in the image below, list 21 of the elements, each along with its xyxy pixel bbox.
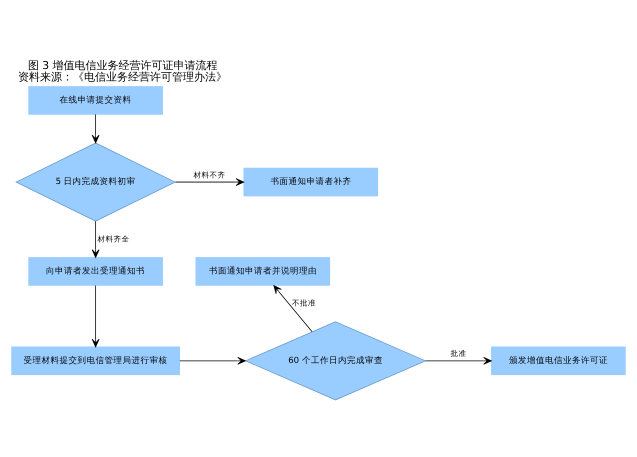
edge-label: 不批准 xyxy=(292,298,316,308)
node-diamond: 60 个工作日内完成审查 xyxy=(244,321,426,400)
node-box: 书面通知申请者补齐 xyxy=(243,168,378,196)
node-box: 书面通知申请者并说明理由 xyxy=(195,257,330,286)
arrow xyxy=(92,114,100,144)
arrow xyxy=(175,178,244,186)
arrow xyxy=(179,356,246,365)
arrow xyxy=(425,356,492,365)
arrow xyxy=(92,220,100,258)
edge-label: 材料齐全 xyxy=(97,234,130,244)
node-diamond: 5 日内完成资料初审 xyxy=(15,142,176,222)
diagram-title: 图 3 增值电信业务经营许可证申请流程 xyxy=(28,58,218,72)
arrow xyxy=(273,285,312,332)
arrow xyxy=(92,285,100,348)
node-box: 颁发增值电信业务许可证 xyxy=(491,346,626,376)
node-box: 受理材料提交到电信管理局进行审核 xyxy=(11,346,180,376)
node-box: 向申请者发出受理通知书 xyxy=(28,257,163,286)
edge-label: 批准 xyxy=(450,349,467,358)
node-box: 在线申请提交资料 xyxy=(28,86,163,115)
caption: 资料来源：《电信业务经营许可管理办法》 xyxy=(18,70,228,84)
edge-label: 材料不齐 xyxy=(194,170,226,180)
